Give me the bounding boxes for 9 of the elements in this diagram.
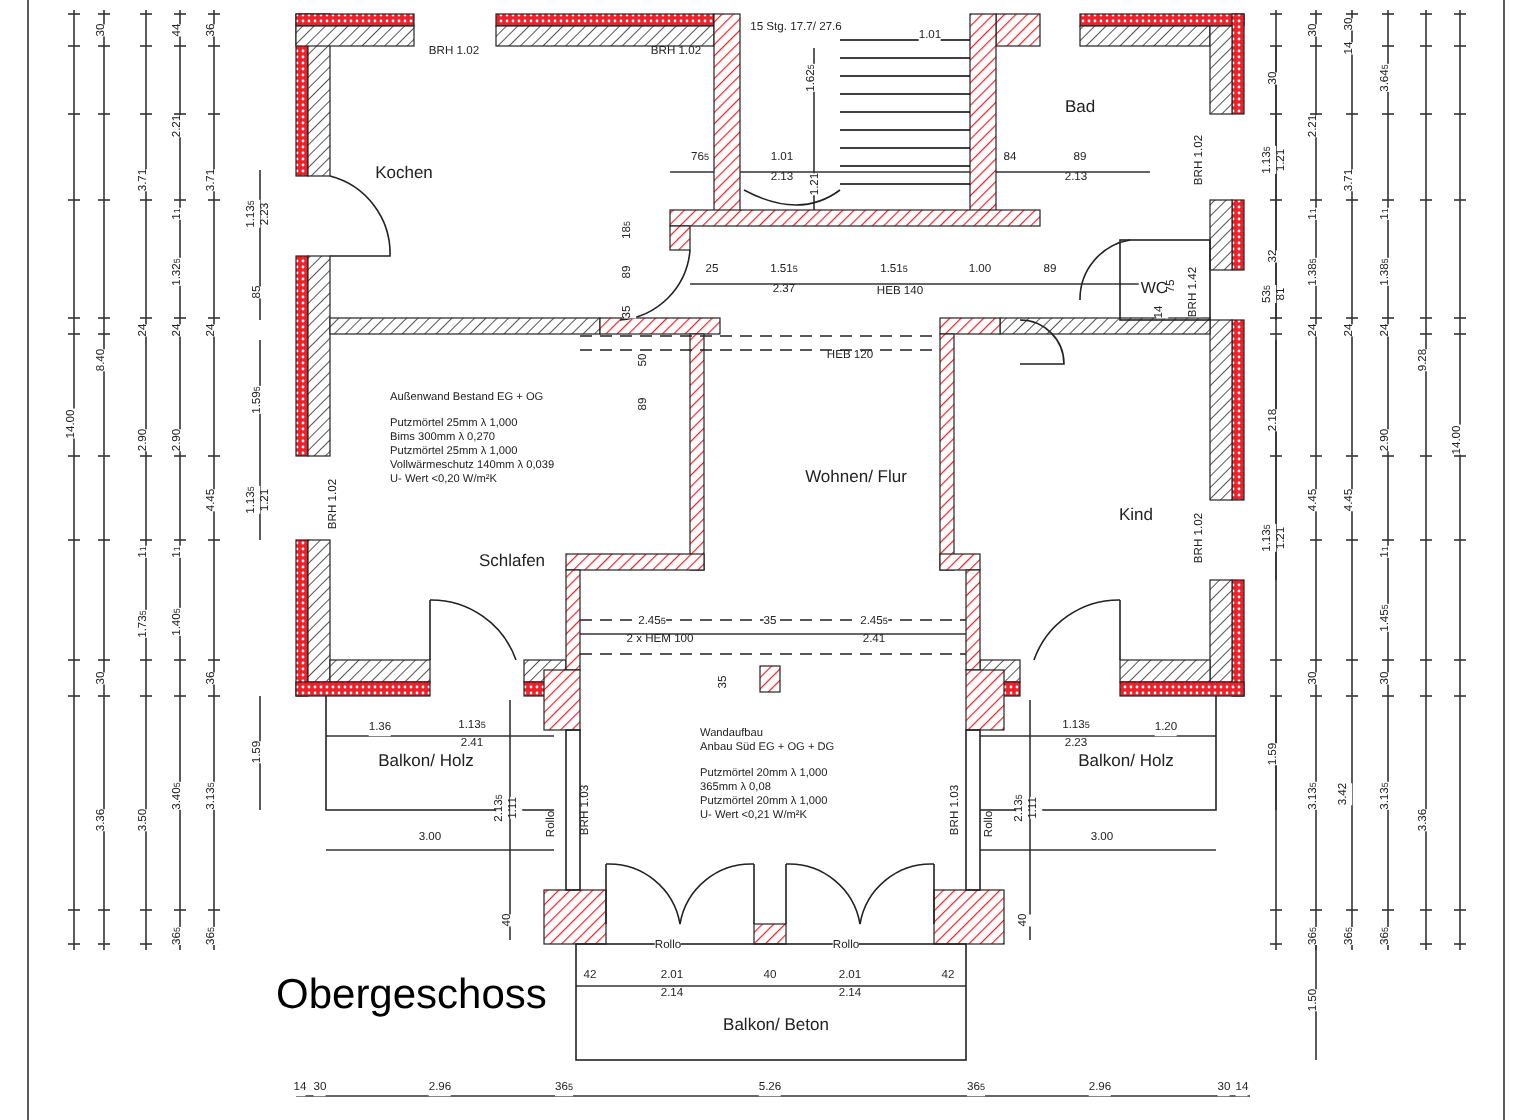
room-name: Balkon/ Holz xyxy=(1076,750,1176,770)
room-name: Wohnen/ Flur xyxy=(803,466,909,486)
room-name: Kochen xyxy=(373,162,435,182)
room-name: Bad xyxy=(1062,96,1098,116)
room-name: Kind xyxy=(1117,504,1155,524)
room-name: Balkon/ Holz xyxy=(376,750,476,770)
floor-title: Obergeschoss xyxy=(276,972,547,1020)
room-name: Balkon/ Beton xyxy=(721,1014,831,1034)
room-name: Schlafen xyxy=(476,550,548,570)
